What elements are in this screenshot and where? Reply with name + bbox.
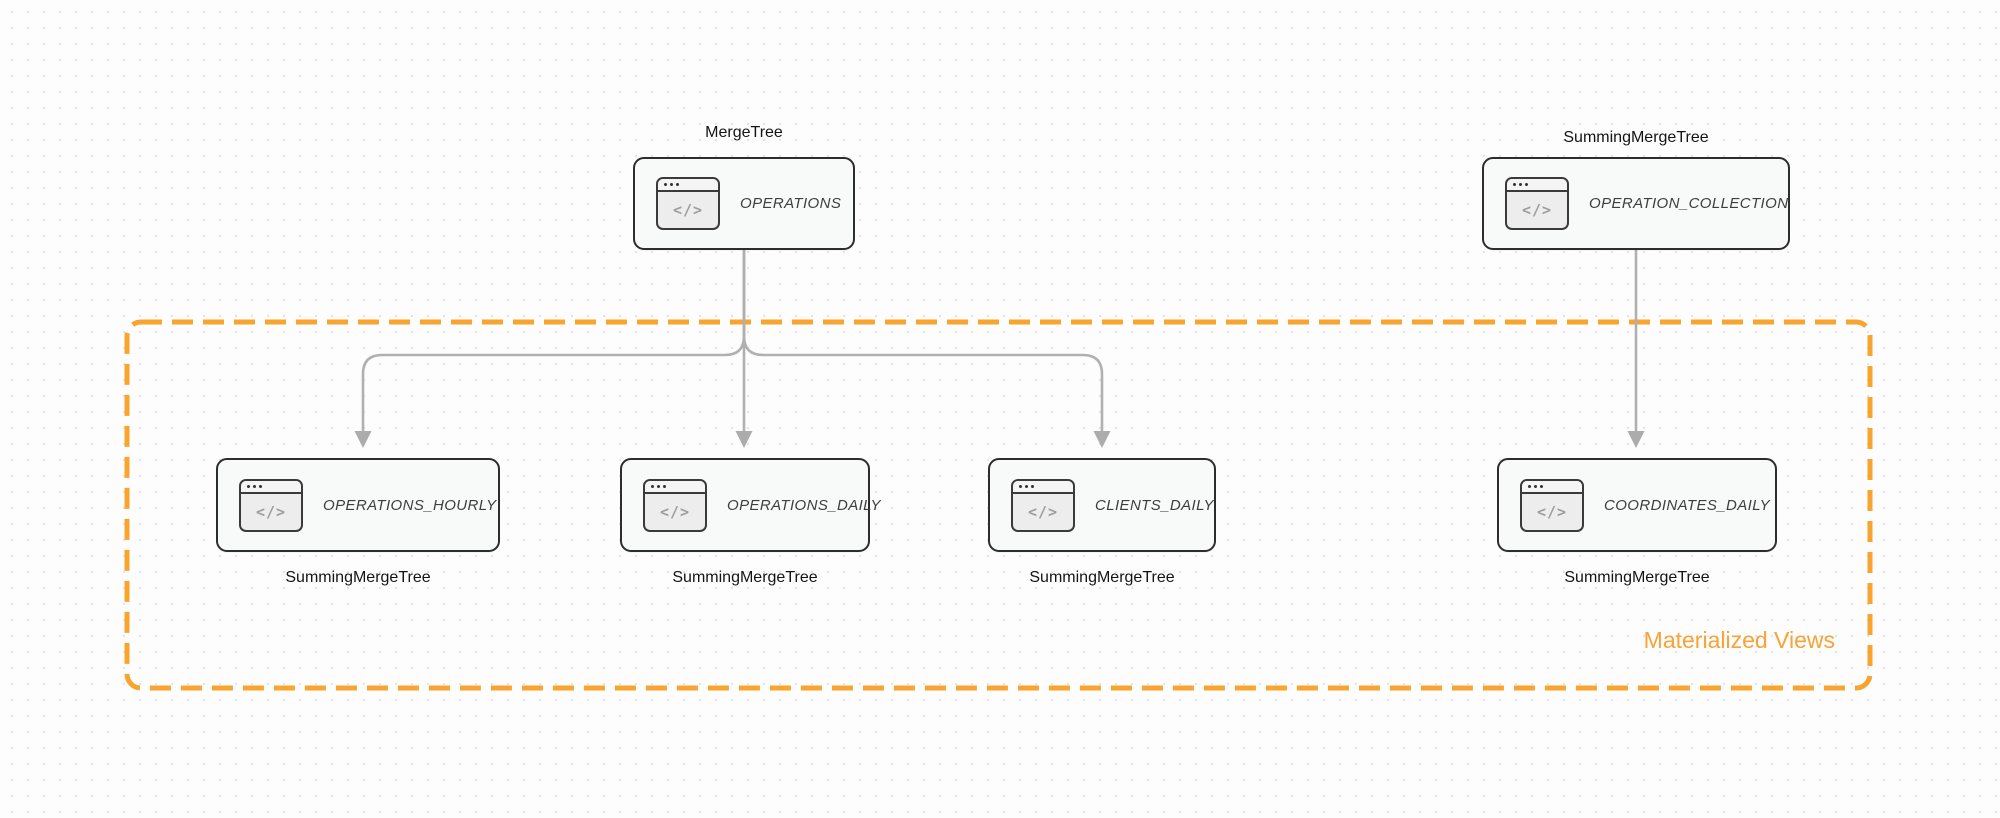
code-glyph: </> [1521, 201, 1553, 219]
code-glyph: </> [672, 201, 704, 219]
node-title: OPERATIONS [740, 195, 842, 212]
materialized-views-label: Materialized Views [1643, 627, 1835, 653]
engine-label-mergetree: MergeTree [705, 124, 783, 141]
arrowhead-coordinates-daily [1627, 431, 1645, 448]
code-window-icon: </> [656, 177, 720, 230]
window-dots-icon [1522, 480, 1582, 494]
window-dots-icon [241, 480, 301, 494]
arrow-operations-to-operations-hourly [361, 250, 746, 432]
node-coordinates-daily[interactable]: </> COORDINATES_DAILY [1497, 458, 1777, 552]
code-window-icon: </> [1505, 177, 1569, 230]
node-operation-collection[interactable]: </> OPERATION_COLLECTION [1482, 157, 1790, 250]
node-title: CLIENTS_DAILY [1095, 496, 1214, 514]
arrowhead-operations-daily [735, 431, 753, 448]
arrowhead-clients-daily [1093, 431, 1111, 448]
node-operations-daily[interactable]: </> OPERATIONS_DAILY [620, 458, 881, 552]
code-window-icon: </> [239, 478, 303, 532]
code-glyph: </> [1536, 502, 1568, 521]
engine-label-summingmergetree-collection: SummingMergeTree [1563, 129, 1709, 146]
window-dots-icon [1507, 179, 1567, 192]
window-dots-icon [658, 179, 718, 192]
node-title: OPERATION_COLLECTION [1589, 195, 1789, 212]
window-dots-icon [1013, 480, 1073, 494]
node-operations[interactable]: </> OPERATIONS [633, 157, 855, 250]
arrow-operations-to-clients-daily [742, 250, 1104, 432]
code-window-icon: </> [643, 478, 707, 532]
engine-label-summingmergetree-hourly: SummingMergeTree [285, 569, 431, 586]
code-window-icon: </> [1520, 478, 1584, 532]
window-dots-icon [645, 480, 705, 494]
node-title: OPERATIONS_HOURLY [323, 496, 497, 514]
engine-label-summingmergetree-daily: SummingMergeTree [672, 569, 818, 586]
engine-label-summingmergetree-clients: SummingMergeTree [1029, 569, 1175, 586]
code-glyph: </> [659, 502, 691, 521]
code-window-icon: </> [1011, 478, 1075, 532]
node-clients-daily[interactable]: </> CLIENTS_DAILY [988, 458, 1216, 552]
node-title: COORDINATES_DAILY [1604, 496, 1771, 514]
arrowhead-operations-hourly [354, 431, 372, 448]
code-glyph: </> [1027, 502, 1059, 521]
node-title: OPERATIONS_DAILY [727, 496, 881, 514]
engine-label-summingmergetree-coordinates: SummingMergeTree [1564, 569, 1710, 586]
node-operations-hourly[interactable]: </> OPERATIONS_HOURLY [216, 458, 500, 552]
code-glyph: </> [255, 502, 287, 521]
